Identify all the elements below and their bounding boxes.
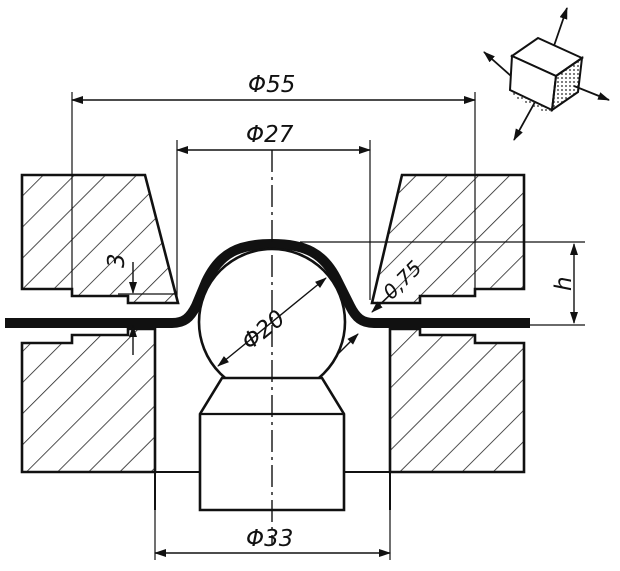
label-3: 3	[104, 253, 130, 268]
dim-line-075-b	[335, 333, 359, 357]
lower-die-right	[388, 327, 526, 474]
label-phi-55: Φ55	[248, 72, 295, 98]
lower-die-left	[20, 327, 157, 474]
label-phi-33: Φ33	[246, 526, 293, 552]
label-phi-27: Φ27	[246, 122, 294, 148]
dim-line-20	[217, 277, 327, 367]
upper-die-right	[370, 173, 526, 305]
dim-line-075	[371, 289, 396, 313]
label-h: h	[551, 276, 577, 291]
upper-die-left	[20, 173, 180, 305]
stress-state-symbol	[483, 7, 610, 141]
sheet-blank	[5, 239, 530, 328]
